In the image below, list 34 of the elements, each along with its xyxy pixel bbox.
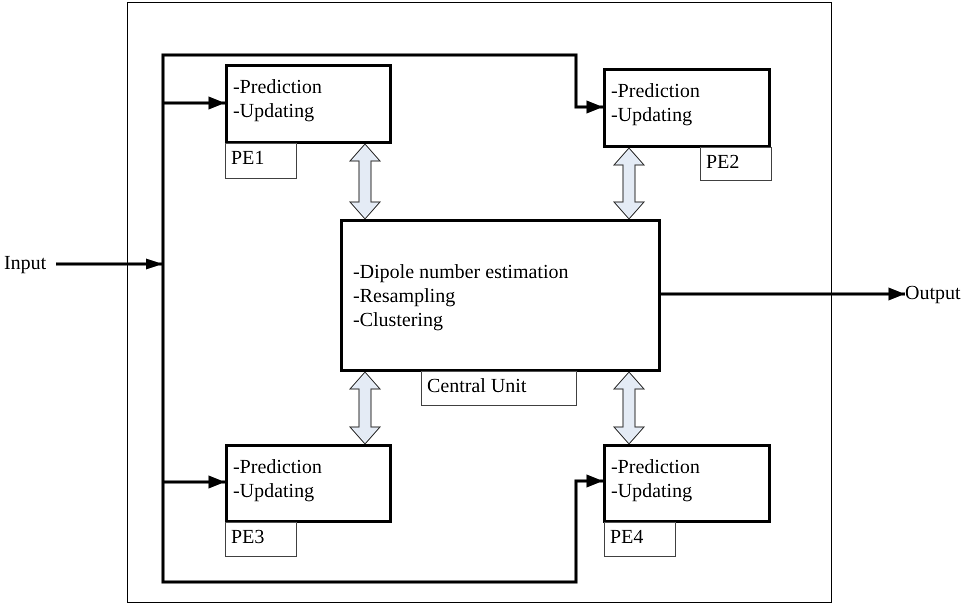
unit-tag — [421, 371, 577, 406]
double-arrow — [348, 371, 382, 445]
process-box — [603, 68, 771, 148]
task-item: -Prediction — [233, 455, 323, 479]
unit-tag — [225, 143, 297, 179]
task-item: -Prediction — [611, 79, 701, 103]
io-label: Output — [905, 282, 969, 306]
double-arrow — [612, 147, 646, 220]
unit-tag — [604, 522, 676, 557]
unit-name: Central Unit — [427, 374, 528, 398]
process-box — [603, 444, 771, 523]
double-arrow — [348, 143, 382, 220]
unit-name: PE3 — [231, 525, 266, 549]
task-item: -Clustering — [353, 308, 444, 332]
double-arrow — [612, 371, 646, 445]
task-item: -Prediction — [233, 75, 323, 99]
unit-name: PE1 — [231, 146, 266, 170]
task-item: -Updating — [611, 479, 694, 503]
task-item: -Updating — [611, 103, 694, 127]
unit-name: PE2 — [706, 150, 740, 174]
unit-name: PE4 — [610, 525, 644, 549]
arrow — [661, 287, 905, 301]
task-item: -Resampling — [353, 284, 456, 308]
task-item: -Prediction — [611, 455, 701, 479]
central-unit-box — [340, 219, 661, 372]
unit-tag — [225, 522, 297, 557]
task-item: -Updating — [233, 99, 316, 123]
task-item: -Dipole number estimation — [353, 260, 570, 284]
process-box — [225, 444, 392, 523]
process-box — [225, 64, 392, 144]
unit-tag — [700, 147, 772, 181]
task-item: -Updating — [233, 479, 316, 503]
system-frame — [127, 2, 832, 603]
io-label: Input — [4, 252, 56, 276]
